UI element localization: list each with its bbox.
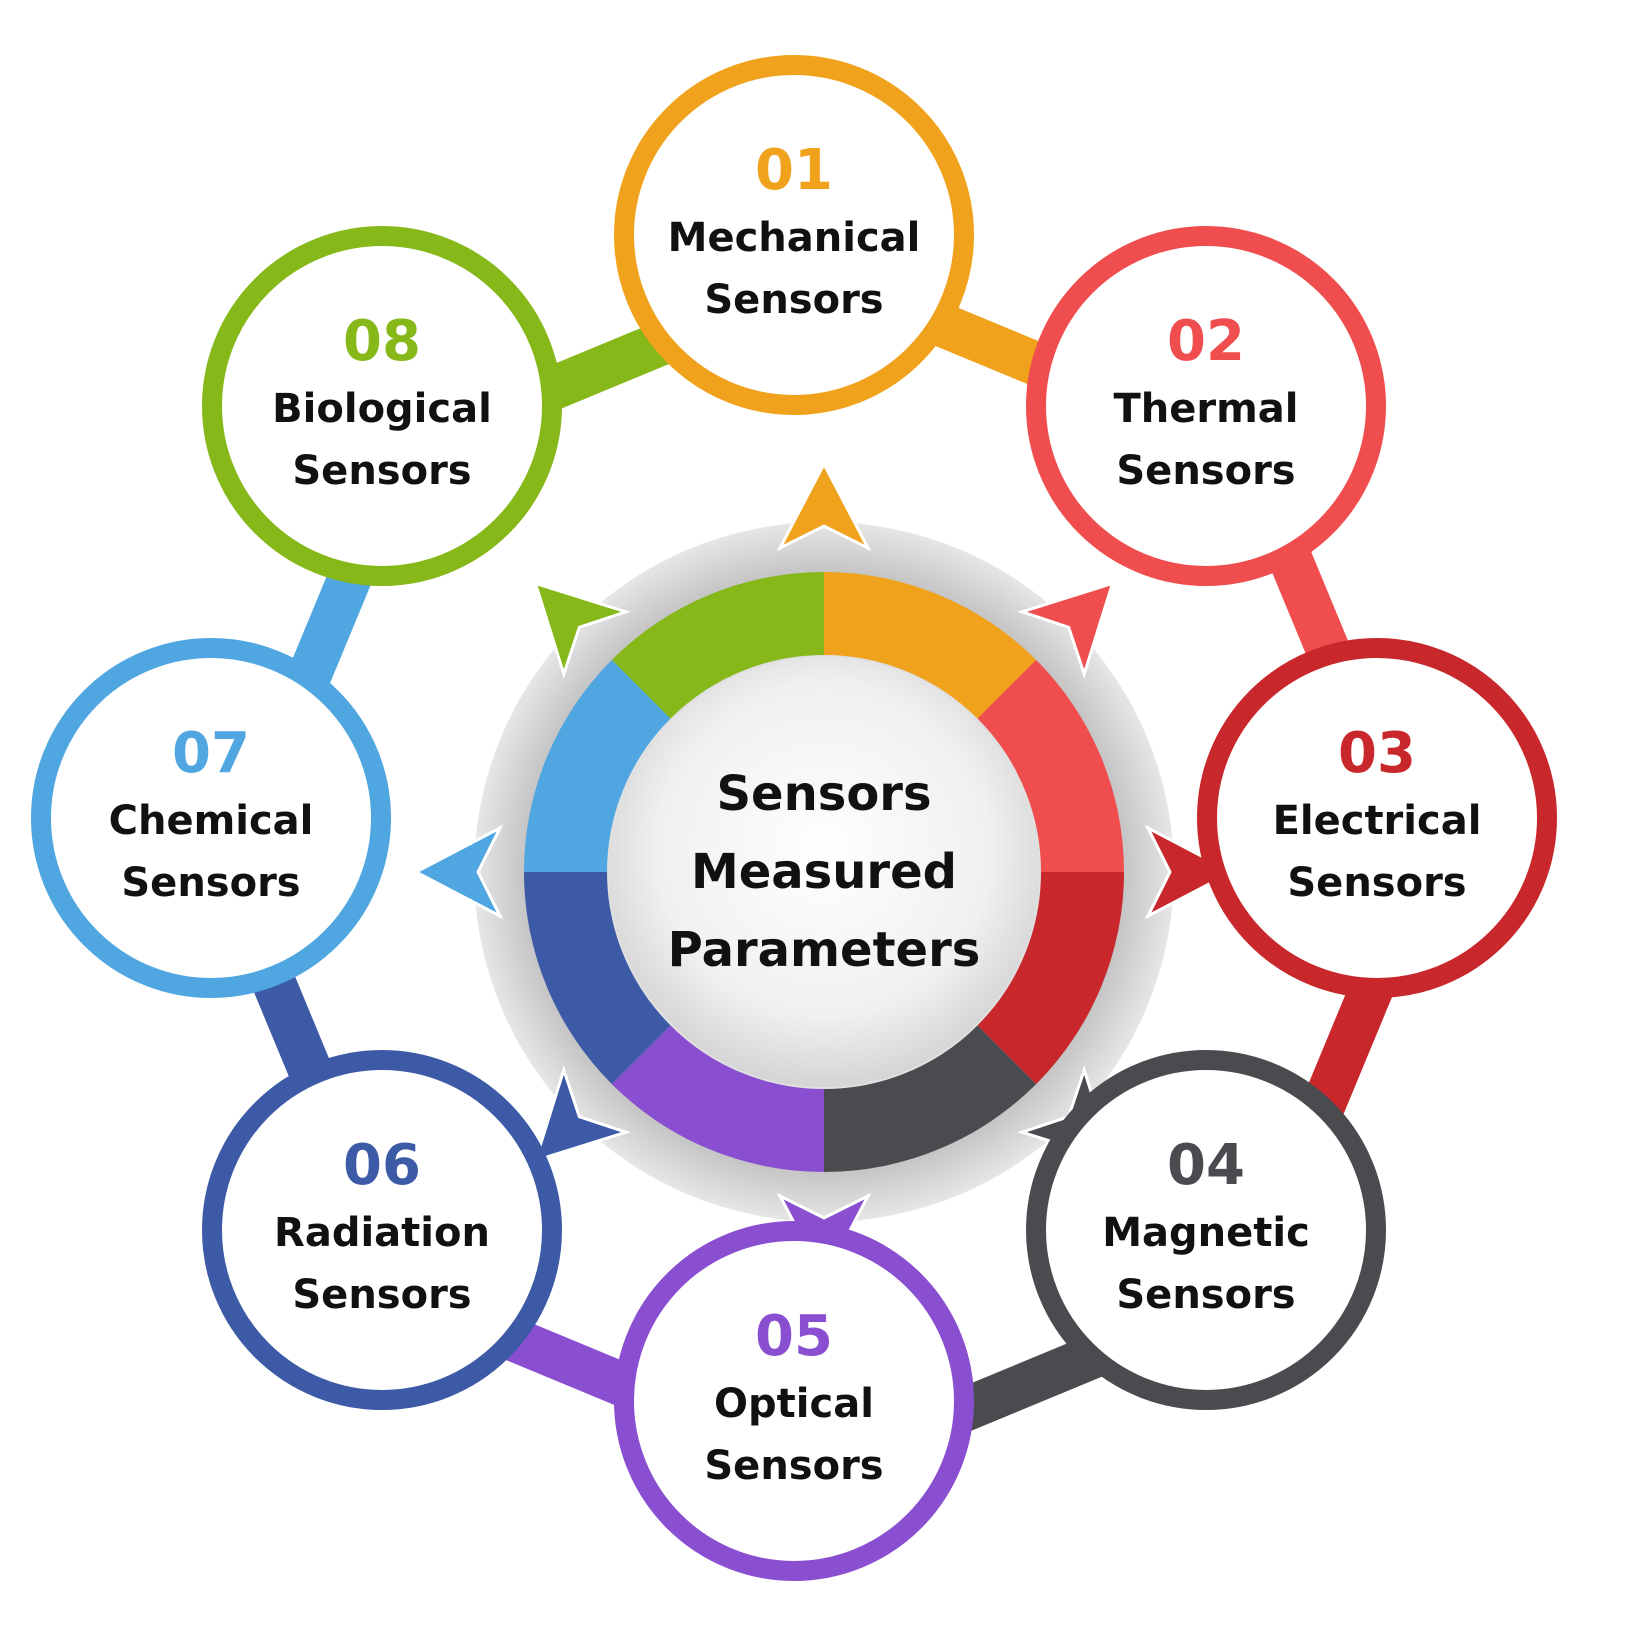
- center-title: Sensors Measured Parameters: [604, 652, 1044, 1092]
- optical-sensors-node: 05 Optical Sensors: [614, 1221, 974, 1581]
- node-label-line-2: Sensors: [1287, 860, 1467, 906]
- arrow-to-biological: [533, 581, 631, 679]
- thermal-sensors-node: 02 Thermal Sensors: [1026, 226, 1386, 586]
- node-label-line-2: Sensors: [292, 448, 472, 494]
- node-label-line-1: Biological: [272, 386, 492, 432]
- node-label-line-2: Sensors: [704, 277, 884, 323]
- node-label-line-2: Sensors: [1116, 448, 1296, 494]
- node-number: 06: [343, 1133, 421, 1198]
- center-hub: [607, 655, 1041, 1089]
- chemical-sensors-node: 07 Chemical Sensors: [31, 638, 391, 998]
- node-number: 01: [755, 138, 833, 203]
- hub-wedge-chemical: [524, 659, 676, 872]
- hub-wedge-mechanical: [824, 572, 1037, 724]
- arrow-to-electrical: [1144, 824, 1236, 920]
- node-label-line-1: Chemical: [108, 798, 314, 844]
- arrow-to-chemical: [412, 824, 504, 920]
- node-number: 08: [343, 309, 421, 374]
- hub-wedge-thermal: [972, 659, 1124, 872]
- mechanical-sensors-node: 01 Mechanical Sensors: [614, 55, 974, 415]
- node-label-line-1: Electrical: [1272, 798, 1482, 844]
- node-label-line-2: Sensors: [1116, 1272, 1296, 1318]
- node-number: 04: [1167, 1133, 1245, 1198]
- electrical-sensors-node: 03 Electrical Sensors: [1197, 638, 1557, 998]
- center-title-line-1: Sensors: [716, 766, 932, 822]
- biological-sensors-node: 08 Biological Sensors: [202, 226, 562, 586]
- arrow-to-radiation: [533, 1065, 631, 1163]
- arrow-to-mechanical: [776, 460, 872, 552]
- hub-wedge-biological: [611, 572, 824, 724]
- hub-wedge-optical: [611, 1020, 824, 1172]
- center-title-line-2: Measured: [690, 844, 958, 900]
- node-label-line-1: Thermal: [1113, 386, 1299, 432]
- node-label-line-2: Sensors: [292, 1272, 472, 1318]
- node-label-line-1: Mechanical: [667, 215, 921, 261]
- node-number: 05: [755, 1304, 833, 1369]
- arrow-to-thermal: [1017, 581, 1115, 679]
- node-number: 07: [172, 721, 250, 786]
- node-label-line-1: Radiation: [274, 1210, 490, 1256]
- magnetic-sensors-node: 04 Magnetic Sensors: [1026, 1050, 1386, 1410]
- hub-wedge-magnetic: [824, 1020, 1037, 1172]
- hub-wedge-radiation: [524, 872, 676, 1085]
- node-label-line-1: Optical: [714, 1381, 874, 1427]
- node-number: 02: [1167, 309, 1245, 374]
- node-label-line-2: Sensors: [121, 860, 301, 906]
- radiation-sensors-node: 06 Radiation Sensors: [202, 1050, 562, 1410]
- hub-wedge-electrical: [972, 872, 1124, 1085]
- center-title-line-3: Parameters: [667, 922, 981, 978]
- node-label-line-2: Sensors: [704, 1443, 884, 1489]
- node-number: 03: [1338, 721, 1416, 786]
- node-label-line-1: Magnetic: [1102, 1210, 1310, 1256]
